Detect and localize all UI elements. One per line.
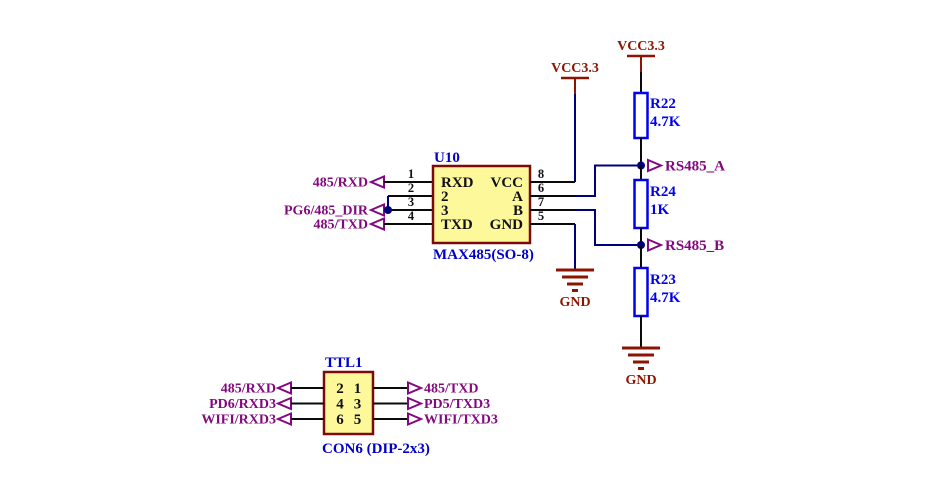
port-arrow-left-icon xyxy=(368,216,385,232)
port-rs485a: RS485_A xyxy=(637,158,725,175)
net-label-485txd: 485/TXD xyxy=(424,382,478,397)
pin-number-4: 4 xyxy=(408,209,415,223)
port-arrow-left-icon xyxy=(275,411,292,427)
ttl1-designator: TTL1 xyxy=(325,355,363,371)
gnd-symbol-left: GND xyxy=(556,224,594,310)
ttl-pin-5: 5 xyxy=(354,412,362,428)
r22-body xyxy=(633,91,649,140)
r24-value: 1K xyxy=(650,202,670,218)
port-arrow-left-icon xyxy=(368,174,385,190)
gnd-symbol-right: GND xyxy=(622,346,660,388)
resistor-r22: R22 4.7K xyxy=(633,91,681,140)
pin-number-8: 8 xyxy=(538,167,544,181)
junction-dot xyxy=(384,206,392,214)
net-label-pg6-485dir: PG6/485_DIR xyxy=(284,204,369,219)
max485-section: 485/RXD PG6/485_DIR 485/TXD 1 2 3 4 U10 … xyxy=(284,61,637,310)
ttl1-body xyxy=(322,370,375,436)
pin-name-vcc: VCC xyxy=(491,175,524,191)
wire-a-to-rs485a xyxy=(594,164,637,196)
ttl1-part-number: CON6 (DIP-2x3) xyxy=(322,441,430,457)
r22-designator: R22 xyxy=(650,96,676,112)
pin-name-2: 2 xyxy=(441,189,449,205)
port-arrow-left-icon xyxy=(275,396,292,411)
pin-number-2: 2 xyxy=(408,181,414,195)
pin-number-6: 6 xyxy=(538,181,544,195)
pin-number-7: 7 xyxy=(538,195,544,209)
pin-name-a: A xyxy=(512,189,523,205)
net-label-485rxd: 485/RXD xyxy=(221,382,276,397)
port-pg6-485dir: PG6/485_DIR xyxy=(284,202,385,219)
port-485rxd: 485/RXD xyxy=(313,174,385,191)
r22-value: 4.7K xyxy=(650,114,681,130)
port-rs485b: RS485_B xyxy=(637,237,724,254)
pin-number-1: 1 xyxy=(408,167,414,181)
port-arrow-right-icon xyxy=(407,380,424,396)
ttl-pin-1: 1 xyxy=(354,381,362,397)
ttl-pin-2: 2 xyxy=(336,381,344,397)
ttl-row: PD6/RXD3 4 3 PD5/TXD3 xyxy=(209,396,490,413)
pin-name-txd: TXD xyxy=(441,217,473,233)
vcc-label: VCC3.3 xyxy=(617,39,665,54)
pin-number-3: 3 xyxy=(408,195,414,209)
pin-name-rxd: RXD xyxy=(441,175,474,191)
port-arrow-left-icon xyxy=(275,380,292,396)
net-label-485txd: 485/TXD xyxy=(314,218,368,233)
port-arrow-right-icon xyxy=(407,411,424,427)
ttl-pin-6: 6 xyxy=(336,412,344,428)
u10-chip-body xyxy=(431,164,532,245)
r23-designator: R23 xyxy=(650,272,676,288)
r24-designator: R24 xyxy=(650,184,676,200)
port-arrow-left-icon xyxy=(368,202,385,218)
port-arrow-right-icon xyxy=(647,237,664,253)
u10-part-number: MAX485(SO-8) xyxy=(433,247,534,263)
port-arrow-right-icon xyxy=(407,396,424,411)
pin-name-3: 3 xyxy=(441,203,449,219)
pin-name-gnd: GND xyxy=(490,217,524,233)
vcc-symbol-left: VCC3.3 xyxy=(551,61,599,182)
wire-b-to-rs485b xyxy=(594,210,637,246)
pin-number-5: 5 xyxy=(538,209,544,223)
net-label-pd5txd3: PD5/TXD3 xyxy=(424,397,490,412)
net-label-rs485b: RS485_B xyxy=(665,238,724,254)
net-label-wifitxd3: WIFI/TXD3 xyxy=(424,413,498,428)
gnd-label: GND xyxy=(559,295,590,310)
r24-body xyxy=(633,178,649,230)
port-485txd: 485/TXD xyxy=(314,216,385,233)
port-arrow-right-icon xyxy=(647,158,664,173)
net-label-rs485a: RS485_A xyxy=(665,159,725,175)
net-label-pd6rxd3: PD6/RXD3 xyxy=(209,397,276,412)
r23-value: 4.7K xyxy=(650,290,681,306)
vcc-label: VCC3.3 xyxy=(551,61,599,76)
ttl-pin-4: 4 xyxy=(336,397,344,413)
net-label-485rxd: 485/RXD xyxy=(313,176,368,191)
ttl-row: 485/RXD 2 1 485/TXD xyxy=(221,380,478,397)
ttl-row: WIFI/RXD3 6 5 WIFI/TXD3 xyxy=(201,411,498,428)
ttl-pin-3: 3 xyxy=(354,397,362,413)
u10-designator: U10 xyxy=(434,150,460,166)
pin-name-b: B xyxy=(513,203,523,219)
net-label-wifirxd3: WIFI/RXD3 xyxy=(201,413,276,428)
r23-body xyxy=(633,266,649,318)
ttl-connector: TTL1 CON6 (DIP-2x3) 485/RXD 2 1 485/TXD … xyxy=(201,355,498,457)
resistor-r23: R23 4.7K xyxy=(633,266,681,318)
gnd-label: GND xyxy=(625,373,656,388)
resistor-r24: R24 1K xyxy=(633,178,676,230)
vcc-symbol-right: VCC3.3 xyxy=(617,39,665,93)
bias-network: VCC3.3 R22 4.7K RS485_A R24 1K xyxy=(617,39,725,388)
